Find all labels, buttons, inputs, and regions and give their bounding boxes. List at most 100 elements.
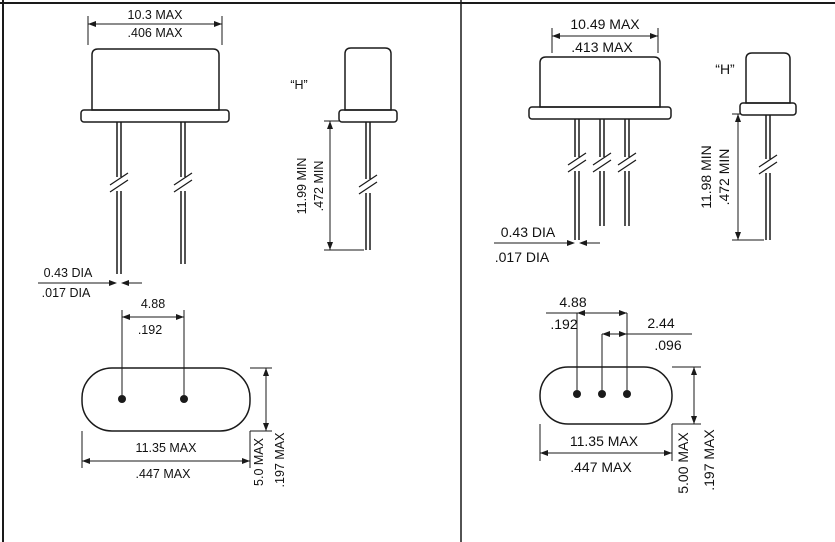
lead-break-marks: [358, 174, 378, 195]
left-pin-spacing-mm-label: 4.88: [140, 296, 166, 311]
arrowhead: [176, 314, 184, 320]
arrowhead: [109, 280, 117, 286]
arrowhead: [121, 280, 129, 286]
left-front-width-in-label: .406 MAX: [127, 25, 183, 40]
crystal-base-flange: [528, 106, 672, 120]
lead: [765, 115, 771, 240]
left-length-in-label: .447 MAX: [135, 466, 191, 481]
pin-dot: [623, 390, 631, 398]
arrowhead: [650, 33, 658, 39]
right-height-in-label: .472 MIN: [716, 148, 732, 206]
right-height-dimension: [732, 113, 764, 241]
right-front-view: [528, 56, 672, 240]
left-base-width-dimension: [250, 367, 272, 432]
left-pin-spacing-dimension: [121, 310, 185, 395]
right-h-label: “H”: [715, 61, 735, 77]
right-bottom-view: [539, 366, 673, 425]
right-pin-pitch-in-label: .096: [654, 337, 682, 353]
left-height-mm-label: 11.99 MIN: [294, 157, 309, 215]
right-front-width-in-label: .413 MAX: [571, 39, 633, 55]
left-bottom-view: [81, 367, 251, 432]
arrowhead: [567, 240, 575, 246]
left-front-view: [80, 48, 230, 274]
right-lead-dia-mm-label: 0.43 DIA: [500, 224, 556, 240]
arrowhead: [122, 314, 130, 320]
lead-1: [574, 119, 580, 240]
arrowhead: [619, 310, 627, 316]
arrowhead: [577, 310, 585, 316]
lead-2: [599, 119, 605, 226]
right-base-width-mm-label: 5.00 MAX: [675, 432, 691, 494]
left-front-width-mm-label: 10.3 MAX: [127, 7, 183, 22]
left-height-in-label: .472 MIN: [311, 160, 326, 212]
dimension-lines: [38, 16, 764, 468]
arrowhead: [263, 368, 269, 376]
arrowhead: [664, 450, 672, 456]
lead-2: [180, 122, 186, 264]
left-length-mm-label: 11.35 MAX: [135, 440, 197, 455]
arrowhead: [82, 458, 90, 464]
right-outer-pin-spacing-in-label: .192: [550, 316, 578, 332]
lead-break-marks: [109, 172, 193, 193]
arrowheads-and-pins: [82, 21, 741, 464]
right-side-view: [739, 52, 797, 240]
right-base-width-in-label: .197 MAX: [701, 429, 717, 491]
arrowhead: [552, 33, 560, 39]
pin-dot: [118, 395, 126, 403]
left-base-width-mm-label: 5.0 MAX: [251, 438, 266, 486]
left-length-dimension: [81, 431, 251, 468]
pin-dot: [573, 390, 581, 398]
right-length-in-label: .447 MAX: [570, 459, 632, 475]
crystal-base-flange: [338, 109, 398, 123]
left-h-label: “H”: [290, 77, 308, 92]
arrowhead: [619, 331, 627, 337]
base-outline: [81, 367, 251, 432]
left-lead-dia-mm-label: 0.43 DIA: [43, 265, 93, 280]
arrowhead: [735, 114, 741, 122]
lead-break-marks: [567, 152, 637, 173]
right-length-mm-label: 11.35 MAX: [569, 433, 639, 449]
crystal-body: [344, 47, 392, 111]
arrowhead: [327, 242, 333, 250]
lead-3: [624, 119, 630, 226]
base-outline: [539, 366, 673, 425]
arrowhead: [242, 458, 250, 464]
crystal-body: [91, 48, 220, 111]
crystal-base-flange: [739, 102, 797, 116]
arrowhead: [214, 21, 222, 27]
right-length-dimension: [539, 424, 673, 461]
lead-break-marks: [758, 154, 778, 175]
arrowhead: [263, 423, 269, 431]
arrowhead: [579, 240, 587, 246]
left-pin-spacing-in-label: .192: [137, 322, 163, 337]
right-front-width-mm-label: 10.49 MAX: [570, 16, 640, 32]
left-height-dimension: [324, 120, 364, 251]
crystal-body: [539, 56, 661, 108]
arrowhead: [88, 21, 96, 27]
arrowhead: [540, 450, 548, 456]
right-pin-pitch-mm-label: 2.44: [647, 315, 675, 331]
left-base-width-in-label: .197 MAX: [272, 432, 287, 488]
lead-1: [116, 122, 122, 274]
left-width-dimension: [87, 16, 223, 45]
crystal-body: [745, 52, 791, 104]
arrowhead: [691, 416, 697, 424]
arrowhead: [327, 121, 333, 129]
right-lead-dia-in-label: .017 DIA: [494, 249, 550, 265]
crystal-base-flange: [80, 109, 230, 123]
pin-dot: [180, 395, 188, 403]
arrowhead: [691, 367, 697, 375]
pin-dot: [598, 390, 606, 398]
right-height-mm-label: 11.98 MIN: [698, 145, 714, 209]
lead: [365, 122, 371, 250]
arrowhead: [735, 232, 741, 240]
right-base-width-dimension: [672, 366, 701, 425]
right-outer-pin-spacing-mm-label: 4.88: [559, 294, 587, 310]
right-pin-spacing-dimensions: [546, 312, 692, 390]
object-lines: [80, 47, 797, 432]
left-lead-dia-in-label: .017 DIA: [41, 285, 91, 300]
left-side-view: [338, 47, 398, 250]
